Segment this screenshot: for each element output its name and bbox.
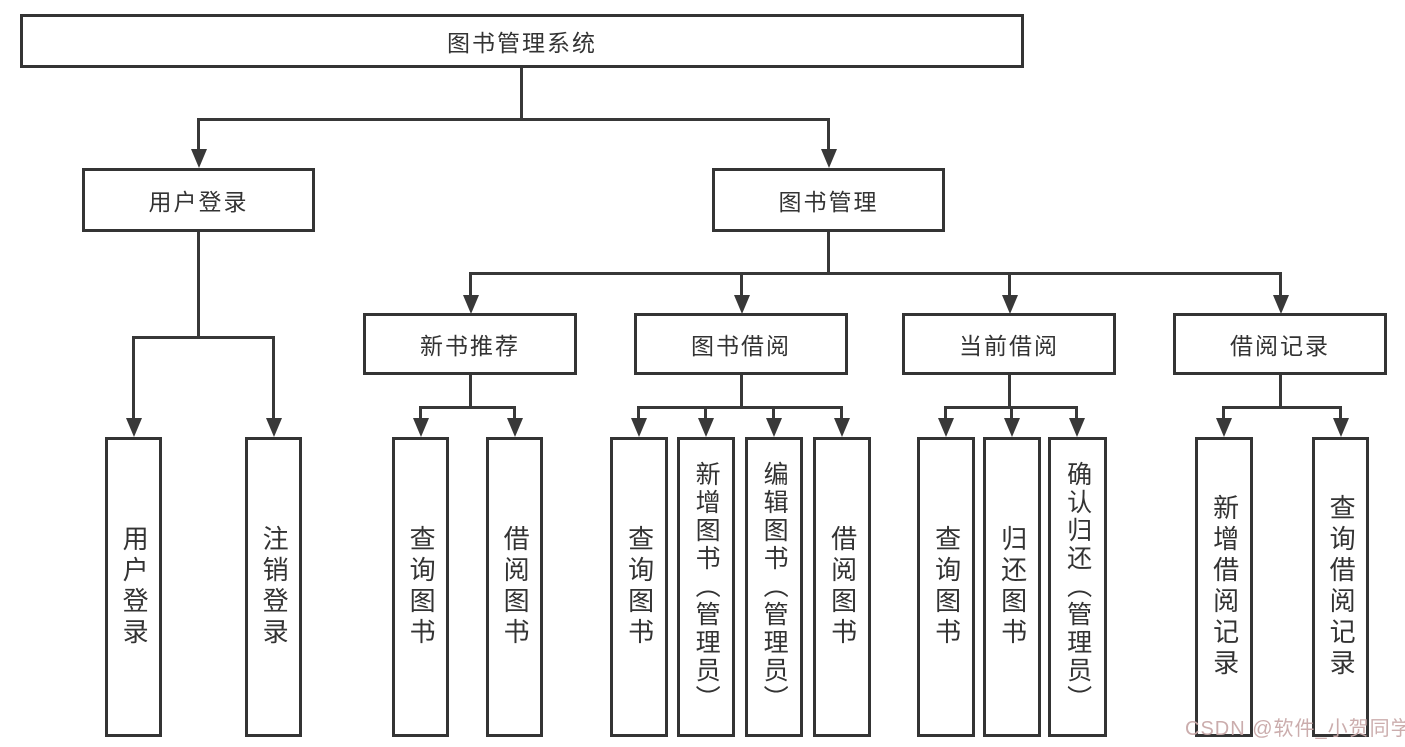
node-library-management-system: 图书管理系统 xyxy=(20,14,1024,68)
connector-drop-leaf-login xyxy=(132,336,135,420)
leaf-logout: 注销登录 xyxy=(245,437,302,737)
node-book-borrowing: 图书借阅 xyxy=(634,313,848,375)
leaf-return-books: 归还图书 xyxy=(983,437,1041,737)
arrowhead-down-icon xyxy=(766,418,782,437)
node-new-book-recommendation: 新书推荐 xyxy=(363,313,577,375)
leaf-add-book-admin: 新增图书（管理员） xyxy=(677,437,735,737)
connector-user-login-stub xyxy=(197,232,200,339)
connector-leaf-drop xyxy=(1075,406,1078,420)
node-borrowing-records: 借阅记录 xyxy=(1173,313,1387,375)
arrowhead-down-icon xyxy=(266,418,282,437)
connector-level1-hline xyxy=(197,118,830,121)
arrowhead-down-icon xyxy=(191,149,207,168)
leaf-query-books-current: 查询图书 xyxy=(917,437,975,737)
leaf-label: 用户登录 xyxy=(119,525,150,649)
connector-user-login-hline xyxy=(132,336,275,339)
leaf-label: 借阅图书 xyxy=(500,525,531,649)
connector-leaf-drop xyxy=(1010,406,1013,420)
connector-recommend-stub xyxy=(469,375,472,409)
connector-leaf-drop xyxy=(419,406,422,420)
connector-leaf-drop xyxy=(1339,406,1342,420)
node-book-management: 图书管理 xyxy=(712,168,945,232)
arrowhead-down-icon xyxy=(1216,418,1232,437)
arrowhead-down-icon xyxy=(938,418,954,437)
leaf-label: 编辑图书（管理员） xyxy=(760,461,789,713)
connector-borrow-hline xyxy=(638,406,843,409)
arrowhead-down-icon xyxy=(1069,418,1085,437)
connector-current-stub xyxy=(1008,375,1011,409)
leaf-borrow-books-borrow: 借阅图书 xyxy=(813,437,871,737)
leaf-edit-book-admin: 编辑图书（管理员） xyxy=(745,437,803,737)
leaf-label: 确认归还（管理员） xyxy=(1063,461,1092,713)
arrowhead-down-icon xyxy=(463,295,479,314)
node-user-login: 用户登录 xyxy=(82,168,315,232)
arrowhead-down-icon xyxy=(413,418,429,437)
connector-drop-borrow xyxy=(740,272,743,297)
connector-borrow-stub xyxy=(740,375,743,409)
arrowhead-down-icon xyxy=(1002,295,1018,314)
connector-root-stub xyxy=(520,68,523,121)
leaf-label: 查询图书 xyxy=(931,525,962,649)
leaf-label: 借阅图书 xyxy=(827,525,858,649)
connector-drop-book-management xyxy=(827,118,830,151)
connector-leaf-drop xyxy=(704,406,707,420)
connector-drop-user-login xyxy=(197,118,200,151)
connector-records-stub xyxy=(1279,375,1282,409)
connector-leaf-drop xyxy=(1222,406,1225,420)
connector-level3-hline xyxy=(469,272,1281,275)
connector-leaf-drop xyxy=(513,406,516,420)
arrowhead-down-icon xyxy=(126,418,142,437)
arrowhead-down-icon xyxy=(734,295,750,314)
connector-leaf-drop xyxy=(944,406,947,420)
connector-drop-records xyxy=(1279,272,1282,297)
arrowhead-down-icon xyxy=(1004,418,1020,437)
leaf-label: 归还图书 xyxy=(997,525,1028,649)
leaf-label: 新增图书（管理员） xyxy=(692,461,721,713)
arrowhead-down-icon xyxy=(834,418,850,437)
leaf-confirm-return-admin: 确认归还（管理员） xyxy=(1048,437,1107,737)
leaf-label: 注销登录 xyxy=(259,525,290,649)
arrowhead-down-icon xyxy=(507,418,523,437)
connector-leaf-drop xyxy=(772,406,775,420)
node-current-borrowing: 当前借阅 xyxy=(902,313,1116,375)
leaf-label: 新增借阅记录 xyxy=(1209,494,1240,680)
leaf-query-books-borrow: 查询图书 xyxy=(610,437,668,737)
arrowhead-down-icon xyxy=(698,418,714,437)
leaf-label: 查询图书 xyxy=(406,525,437,649)
connector-drop-current xyxy=(1008,272,1011,297)
leaf-query-borrow-record: 查询借阅记录 xyxy=(1312,437,1369,737)
connector-leaf-drop xyxy=(637,406,640,420)
connector-book-management-stub xyxy=(827,232,830,275)
arrowhead-down-icon xyxy=(631,418,647,437)
connector-leaf-drop xyxy=(840,406,843,420)
leaf-add-borrow-record: 新增借阅记录 xyxy=(1195,437,1253,737)
connector-records-hline xyxy=(1223,406,1342,409)
leaf-label: 查询借阅记录 xyxy=(1326,494,1357,680)
connector-drop-recommend xyxy=(469,272,472,297)
arrowhead-down-icon xyxy=(1273,295,1289,314)
connector-drop-leaf-logout xyxy=(272,336,275,420)
leaf-label: 查询图书 xyxy=(624,525,655,649)
arrowhead-down-icon xyxy=(1333,418,1349,437)
connector-recommend-hline xyxy=(419,406,516,409)
arrowhead-down-icon xyxy=(821,149,837,168)
csdn-watermark: CSDN @软件_小贺同学 xyxy=(1185,718,1405,740)
leaf-user-login: 用户登录 xyxy=(105,437,162,737)
leaf-query-books-recommend: 查询图书 xyxy=(392,437,449,737)
leaf-borrow-books-recommend: 借阅图书 xyxy=(486,437,543,737)
